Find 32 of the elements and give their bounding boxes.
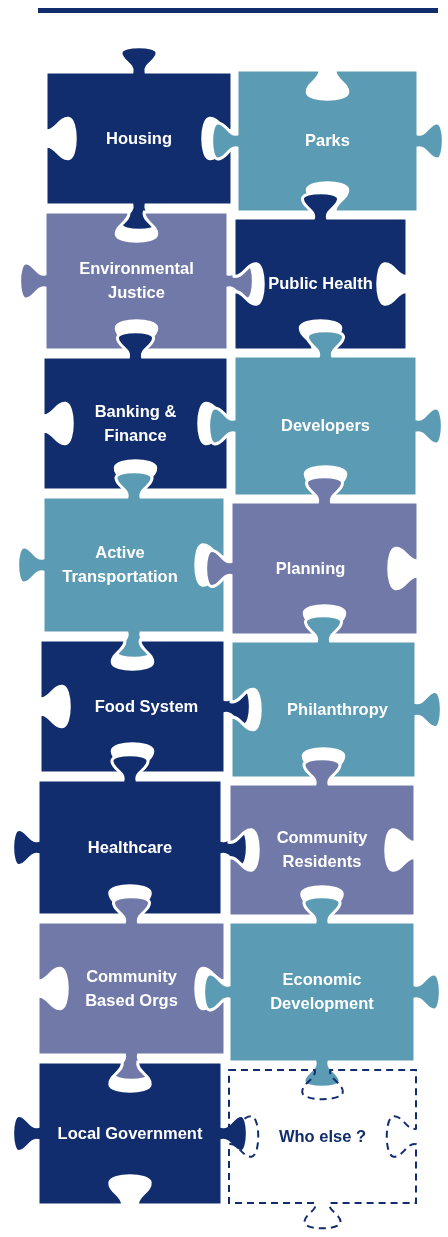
piece-label: Planning xyxy=(275,557,346,579)
puzzle-piece xyxy=(202,895,442,1089)
puzzle-piece xyxy=(210,68,445,214)
puzzle-piece xyxy=(227,757,417,918)
puzzle-piece xyxy=(229,614,443,780)
piece-label: Environmental Justice xyxy=(78,258,195,303)
puzzle-piece xyxy=(207,329,444,498)
puzzle-piece xyxy=(41,330,230,492)
puzzle-piece xyxy=(232,191,409,352)
dashed-puzzle-piece xyxy=(228,1069,417,1230)
piece-label: Community Residents xyxy=(275,827,369,872)
piece-label: Developers xyxy=(281,415,370,437)
piece-label: Community Based Orgs xyxy=(84,965,179,1011)
puzzle-piece xyxy=(18,210,255,352)
puzzle-piece xyxy=(11,1060,249,1207)
piece-label: Parks xyxy=(305,130,350,152)
piece-label: Public Health xyxy=(268,273,373,295)
piece-label: Housing xyxy=(106,127,172,149)
puzzle-piece xyxy=(38,638,252,775)
piece-label: Local Government xyxy=(57,1122,203,1144)
piece-label: Economic Development xyxy=(269,969,375,1014)
puzzle-piece xyxy=(11,753,249,917)
piece-label: Philanthropy xyxy=(287,698,388,720)
piece-label: Active Transportation xyxy=(61,542,179,587)
piece-label: Who else ? xyxy=(278,1125,367,1147)
piece-label: Healthcare xyxy=(87,836,173,858)
puzzle-piece xyxy=(44,45,234,232)
piece-label: Food System xyxy=(94,695,199,717)
puzzle-piece xyxy=(36,895,227,1082)
piece-label: Banking & Finance xyxy=(93,400,178,446)
puzzle-piece xyxy=(204,475,420,637)
puzzle-piece xyxy=(16,470,227,660)
